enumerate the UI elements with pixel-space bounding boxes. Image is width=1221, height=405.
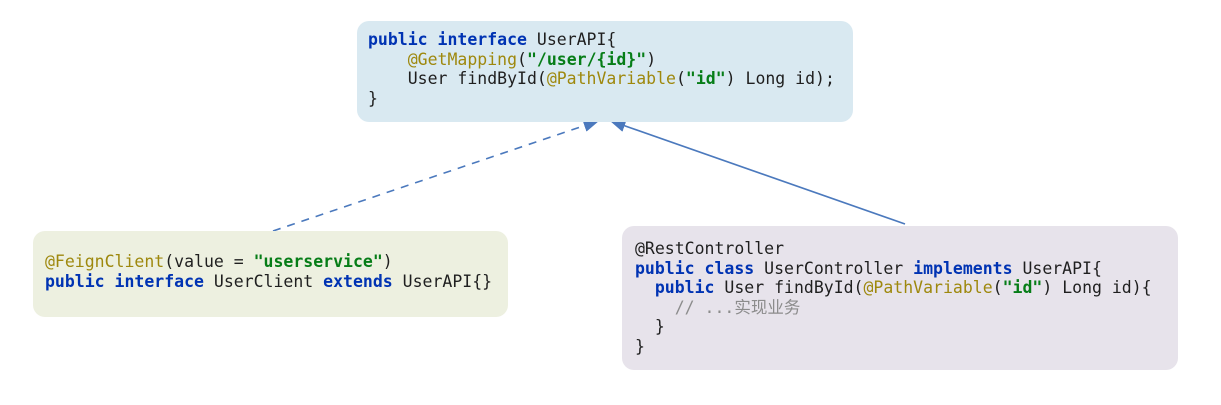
code-line: @FeignClient(value = "userservice") bbox=[45, 252, 496, 272]
code-line: User findById(@PathVariable("id") Long i… bbox=[368, 69, 842, 89]
code-line: @RestController bbox=[635, 239, 1165, 259]
code-token: UserAPI{ bbox=[526, 30, 617, 49]
code-line: // ...实现业务 bbox=[635, 298, 1165, 318]
code-token: "userservice" bbox=[253, 252, 383, 271]
code-token: public bbox=[654, 278, 715, 297]
code-token: @GetMapping bbox=[407, 49, 518, 69]
code-token: @PathVariable bbox=[546, 69, 676, 88]
code-token: public class bbox=[635, 258, 755, 278]
code-token: // ...实现业务 bbox=[674, 297, 801, 317]
user-api-code: public interface UserAPI{ @GetMapping("/… bbox=[368, 30, 842, 108]
code-token: ( bbox=[992, 278, 1003, 297]
code-token: ( bbox=[517, 49, 527, 69]
code-token bbox=[635, 298, 675, 317]
code-line: public interface UserAPI{ bbox=[368, 30, 842, 50]
user-api-interface-box: public interface UserAPI{ @GetMapping("/… bbox=[357, 21, 853, 122]
code-token: public interface bbox=[45, 271, 204, 291]
arrow-controller-implements-api bbox=[609, 119, 906, 225]
code-line: public User findById(@PathVariable("id")… bbox=[635, 278, 1165, 298]
code-line: } bbox=[635, 337, 1165, 357]
code-token: ( bbox=[675, 69, 686, 88]
code-token: @RestController bbox=[635, 239, 785, 258]
code-token: @FeignClient bbox=[45, 252, 165, 271]
code-token: implements bbox=[913, 258, 1013, 278]
code-token: "id" bbox=[1002, 278, 1043, 297]
code-token: UserController bbox=[754, 258, 914, 278]
feign-client-box: @FeignClient(value = "userservice")publi… bbox=[33, 231, 508, 317]
code-line: } bbox=[368, 89, 842, 109]
code-token: User findById( bbox=[368, 69, 547, 88]
code-token: @PathVariable bbox=[863, 278, 993, 297]
code-line: } bbox=[635, 317, 1165, 337]
code-token: } bbox=[368, 88, 378, 108]
code-token: "id" bbox=[685, 69, 726, 88]
code-token: UserClient bbox=[203, 271, 324, 291]
code-token: UserAPI{} bbox=[392, 271, 493, 291]
feign-client-code: @FeignClient(value = "userservice")publi… bbox=[45, 252, 496, 291]
code-line: public class UserController implements U… bbox=[635, 259, 1165, 279]
arrow-client-extends-api bbox=[272, 119, 600, 232]
code-token: ) bbox=[382, 252, 393, 271]
code-token: public interface bbox=[368, 30, 527, 49]
code-token: UserAPI{ bbox=[1012, 258, 1102, 278]
code-token: } bbox=[635, 336, 645, 356]
code-token bbox=[368, 50, 408, 69]
code-token: "/user/{id}" bbox=[526, 49, 647, 69]
code-line: @GetMapping("/user/{id}") bbox=[368, 50, 842, 70]
code-token: ) Long id); bbox=[725, 69, 835, 88]
code-token: ) bbox=[646, 49, 657, 69]
code-token: (value = bbox=[164, 252, 254, 271]
code-token: User findById( bbox=[714, 278, 864, 297]
code-token: } bbox=[635, 317, 665, 336]
code-token bbox=[635, 278, 655, 297]
code-line: public interface UserClient extends User… bbox=[45, 272, 496, 292]
code-token: ) Long id){ bbox=[1042, 278, 1152, 297]
code-token: extends bbox=[323, 271, 393, 291]
